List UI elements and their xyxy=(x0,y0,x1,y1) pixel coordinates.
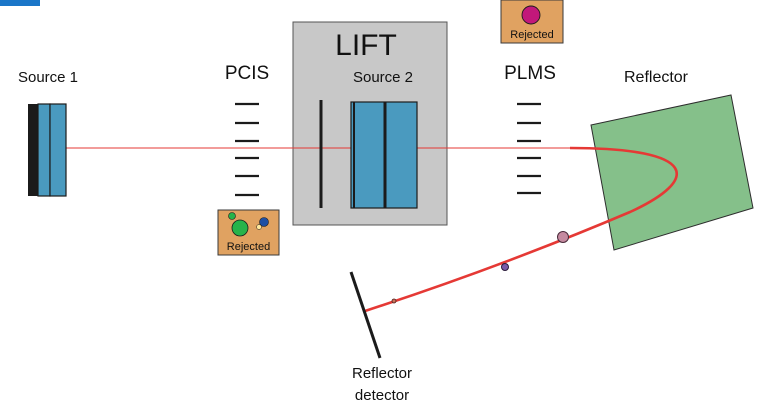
reflector-label: Reflector xyxy=(624,69,689,86)
source1-label: Source 1 xyxy=(18,69,78,86)
rejected-box-plms: Rejected xyxy=(500,0,564,44)
rejected-label-pcis: Rejected xyxy=(227,241,270,253)
source1-detector xyxy=(28,103,67,197)
reflector xyxy=(590,94,754,251)
source2-block xyxy=(350,101,418,209)
ion-magenta xyxy=(521,5,541,25)
ion-dark-blue xyxy=(259,217,269,227)
source2-label: Source 2 xyxy=(353,69,413,86)
reflector-detector xyxy=(349,271,382,359)
ion-yellow xyxy=(256,224,262,230)
ion-green-small xyxy=(228,212,236,220)
header-fragment xyxy=(0,0,40,6)
ion-small xyxy=(391,298,397,304)
lift-label: LIFT xyxy=(335,29,397,62)
pcis-label: PCIS xyxy=(225,63,269,84)
plms-label: PLMS xyxy=(504,63,556,84)
reflector-detector-label-line2: detector xyxy=(355,387,409,404)
rejected-label-plms: Rejected xyxy=(510,29,553,41)
ion-pink xyxy=(557,231,569,243)
reflected-ion-path xyxy=(364,146,678,313)
reflector-detector-label-line1: Reflector xyxy=(352,365,412,382)
pcis-electrodes xyxy=(235,102,259,197)
ion-green-large xyxy=(231,219,249,237)
rejected-box-pcis: Rejected xyxy=(217,209,280,256)
ion-purple xyxy=(501,263,509,271)
plms-electrodes xyxy=(517,102,541,195)
